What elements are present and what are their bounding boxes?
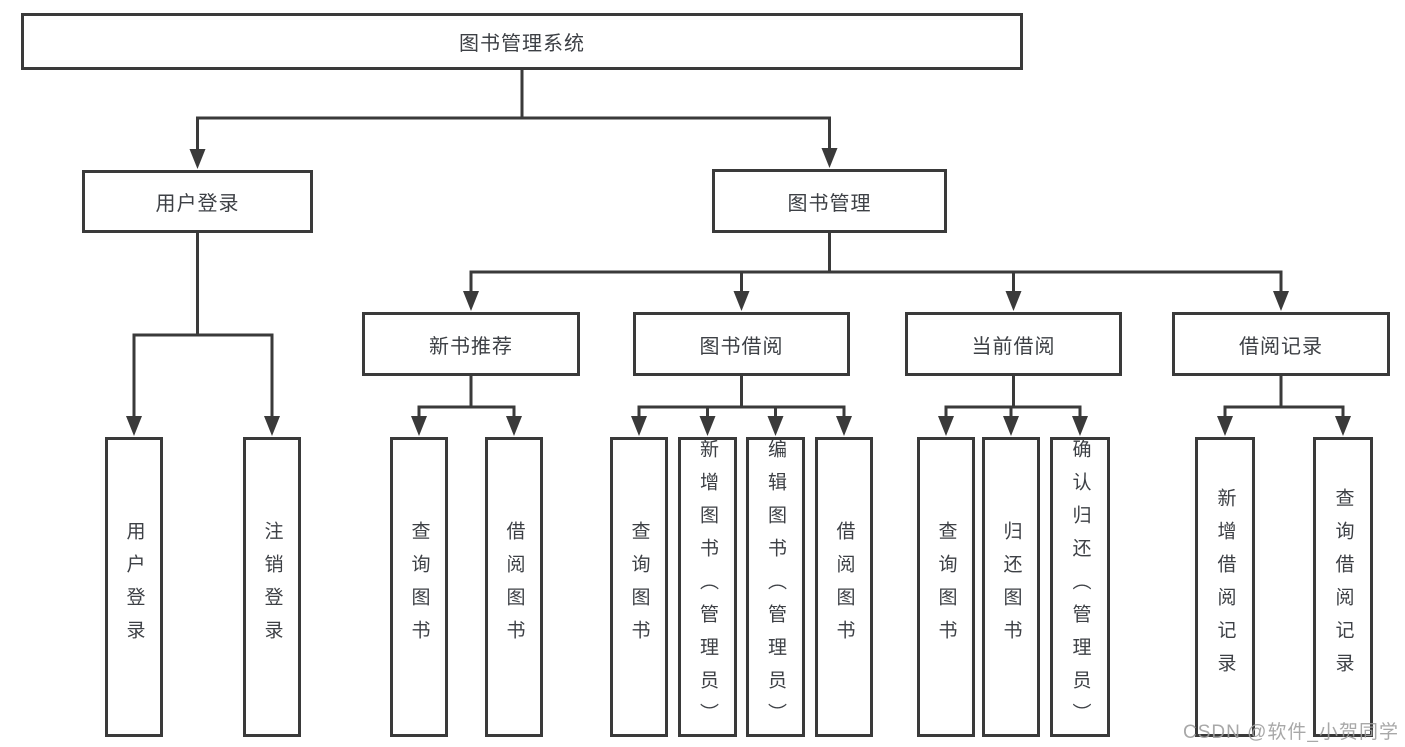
arrow-down-icon — [126, 416, 142, 436]
node-label: 新增借阅记录 — [1214, 488, 1236, 686]
arrow-down-icon — [264, 416, 280, 436]
node-nbr-borrow: 借阅图书 — [485, 437, 543, 737]
node-new-book-rec: 新书推荐 — [362, 312, 580, 376]
node-label: 归还图书 — [1000, 521, 1022, 653]
node-br-query: 查询借阅记录 — [1313, 437, 1373, 737]
arrow-down-icon — [1217, 416, 1233, 436]
arrow-down-icon — [938, 416, 954, 436]
arrow-down-icon — [506, 416, 522, 436]
arrow-down-icon — [836, 416, 852, 436]
node-login: 用户登录 — [105, 437, 163, 737]
node-user-login: 用户登录 — [82, 170, 313, 233]
node-label: 借阅图书 — [503, 521, 525, 653]
arrow-down-icon — [733, 291, 750, 311]
node-label: 当前借阅 — [971, 335, 1056, 358]
arrow-down-icon — [1335, 416, 1351, 436]
arrow-down-icon — [631, 416, 647, 436]
arrow-down-icon — [1273, 291, 1289, 311]
node-label: 图书管理系统 — [459, 33, 585, 55]
arrow-down-icon — [821, 148, 838, 168]
arrow-down-icon — [1005, 291, 1022, 311]
node-label: 编辑图书（管理员） — [765, 438, 786, 736]
arrow-down-icon — [767, 416, 784, 436]
node-label: 图书借阅 — [699, 335, 784, 358]
node-label: 图书管理 — [787, 192, 872, 215]
node-label: 借阅图书 — [833, 521, 855, 653]
node-cb-confirm: 确认归还（管理员） — [1050, 437, 1110, 737]
node-current-borrow: 当前借阅 — [905, 312, 1122, 376]
node-borrow-record: 借阅记录 — [1172, 312, 1390, 376]
node-bb-add: 新增图书（管理员） — [678, 437, 737, 737]
node-label: 注销登录 — [261, 521, 283, 653]
node-bb-query: 查询图书 — [610, 437, 668, 737]
arrow-down-icon — [1003, 416, 1019, 436]
node-bb-edit: 编辑图书（管理员） — [746, 437, 805, 737]
watermark: CSDN @软件_小贺同学 — [1183, 722, 1399, 743]
node-br-add: 新增借阅记录 — [1195, 437, 1255, 737]
node-label: 新书推荐 — [429, 335, 513, 358]
node-label: 查询借阅记录 — [1332, 488, 1354, 686]
node-label: 查询图书 — [935, 521, 957, 653]
node-cb-return: 归还图书 — [982, 437, 1040, 737]
node-label: 用户登录 — [155, 193, 240, 215]
node-book-borrow: 图书借阅 — [633, 312, 850, 376]
node-logout: 注销登录 — [243, 437, 301, 737]
node-label: 查询图书 — [408, 521, 430, 653]
node-nbr-query: 查询图书 — [390, 437, 448, 737]
arrow-down-icon — [463, 291, 479, 311]
arrow-down-icon — [189, 149, 206, 169]
node-book-mgmt: 图书管理 — [712, 169, 947, 233]
arrow-down-icon — [411, 416, 427, 436]
node-cb-query: 查询图书 — [917, 437, 975, 737]
node-label: 用户登录 — [123, 521, 145, 653]
node-label: 借阅记录 — [1239, 335, 1323, 358]
node-label: 查询图书 — [628, 521, 650, 653]
arrow-down-icon — [1072, 416, 1088, 436]
node-label: 新增图书（管理员） — [697, 438, 718, 736]
node-root: 图书管理系统 — [21, 13, 1023, 70]
node-label: 确认归还（管理员） — [1069, 438, 1091, 736]
arrow-down-icon — [699, 416, 716, 436]
node-bb-borrow: 借阅图书 — [815, 437, 873, 737]
